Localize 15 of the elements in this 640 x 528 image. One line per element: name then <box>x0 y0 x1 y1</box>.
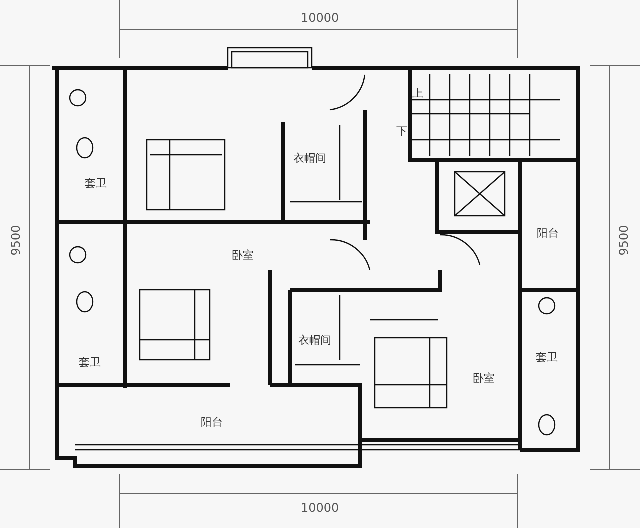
room-label: 下 <box>396 124 408 138</box>
dimension-label: 10000 <box>301 502 340 514</box>
room-label: 衣帽间 <box>294 152 326 164</box>
room-label: 套卫 <box>79 356 101 368</box>
room-label: 阳台 <box>537 226 559 240</box>
room-label: 套卫 <box>536 350 558 364</box>
room-label: 上 <box>412 86 424 100</box>
room-label: 卧室 <box>232 248 254 262</box>
dimension-label: 9500 <box>9 224 22 256</box>
room-label: 卧室 <box>473 372 495 384</box>
room-label: 阳台 <box>201 416 223 428</box>
dimension-label: 10000 <box>301 12 340 24</box>
room-label: 套卫 <box>85 176 107 190</box>
dimension-label: 9500 <box>617 224 630 256</box>
room-label: 衣帽间 <box>298 334 332 346</box>
